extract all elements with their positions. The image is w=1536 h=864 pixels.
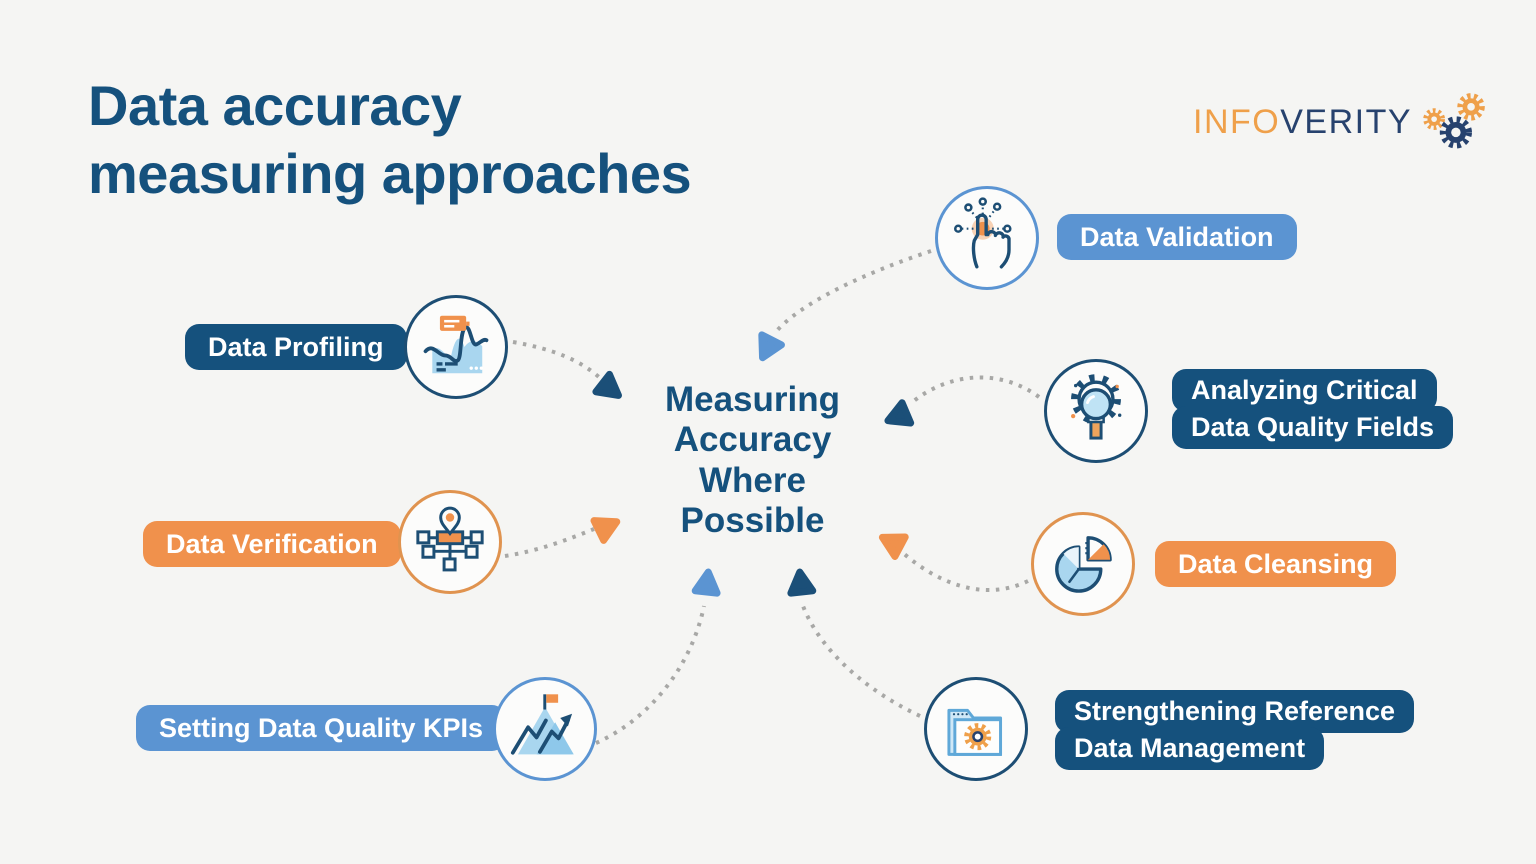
logo-wordmark: INFOVERITY — [1193, 105, 1412, 139]
page-title: Data accuracy measuring approaches — [88, 74, 692, 206]
logo-text-verity: VERITY — [1280, 103, 1413, 141]
large-orange-gear-icon — [1457, 93, 1485, 121]
connector-analyzing — [908, 375, 1041, 406]
arrowhead-analyzing — [884, 399, 915, 427]
connector-verification — [504, 527, 595, 558]
hand-click-icon — [954, 197, 1012, 269]
label-strengthening-reference: Strengthening Reference Data Management — [1055, 690, 1415, 770]
arrowhead-cleansing — [878, 533, 909, 560]
magnifier-gear-icon — [1071, 374, 1122, 440]
connector-kpis — [595, 605, 706, 745]
sitemap-pin-icon — [416, 506, 484, 572]
label-line-2: Data Quality Fields — [1172, 406, 1454, 449]
label-line-2: Data Management — [1055, 727, 1325, 770]
label-data-verification: Data Verification — [143, 521, 401, 567]
arrowhead-validation — [758, 331, 785, 362]
data-profiling-icon-circle — [404, 295, 508, 399]
label-data-cleansing: Data Cleansing — [1155, 541, 1397, 587]
connector-profiling — [512, 340, 602, 380]
label-data-validation: Data Validation — [1057, 214, 1297, 260]
connector-cleansing — [900, 550, 1029, 593]
setting-kpis-icon-circle — [493, 677, 597, 781]
center-statement: Measuring Accuracy Where Possible — [664, 380, 841, 540]
mountain-flag-icon — [510, 694, 574, 755]
analyzing-fields-icon-circle — [1044, 359, 1148, 463]
label-line-1: Strengthening Reference — [1055, 690, 1415, 733]
label-setting-data-quality-kpis: Setting Data Quality KPIs — [136, 705, 507, 751]
label-line-1: Analyzing Critical — [1172, 369, 1437, 412]
data-cleansing-icon-circle — [1031, 512, 1135, 616]
large-blue-gear-icon — [1439, 116, 1473, 149]
data-validation-icon-circle — [935, 186, 1039, 290]
pie-chart-icon — [1055, 536, 1112, 593]
folder-gear-icon — [947, 708, 1003, 756]
area-chart-icon — [423, 315, 489, 374]
gears-icon — [1423, 93, 1485, 149]
logo-text-info: INFO — [1193, 103, 1281, 141]
reference-data-icon-circle — [924, 677, 1028, 781]
connector-reference — [801, 605, 921, 718]
label-data-profiling: Data Profiling — [185, 324, 407, 370]
arrowhead-kpis — [691, 568, 721, 597]
arrowhead-reference — [787, 568, 817, 597]
arrowhead-profiling — [592, 370, 622, 399]
arrowhead-verification — [590, 517, 621, 544]
connector-validation — [772, 249, 932, 336]
label-analyzing-critical-fields: Analyzing Critical Data Quality Fields — [1172, 369, 1454, 449]
infoverity-logo: INFOVERITY — [1193, 88, 1490, 156]
data-verification-icon-circle — [398, 490, 502, 594]
small-orange-gear-icon — [1423, 108, 1446, 131]
